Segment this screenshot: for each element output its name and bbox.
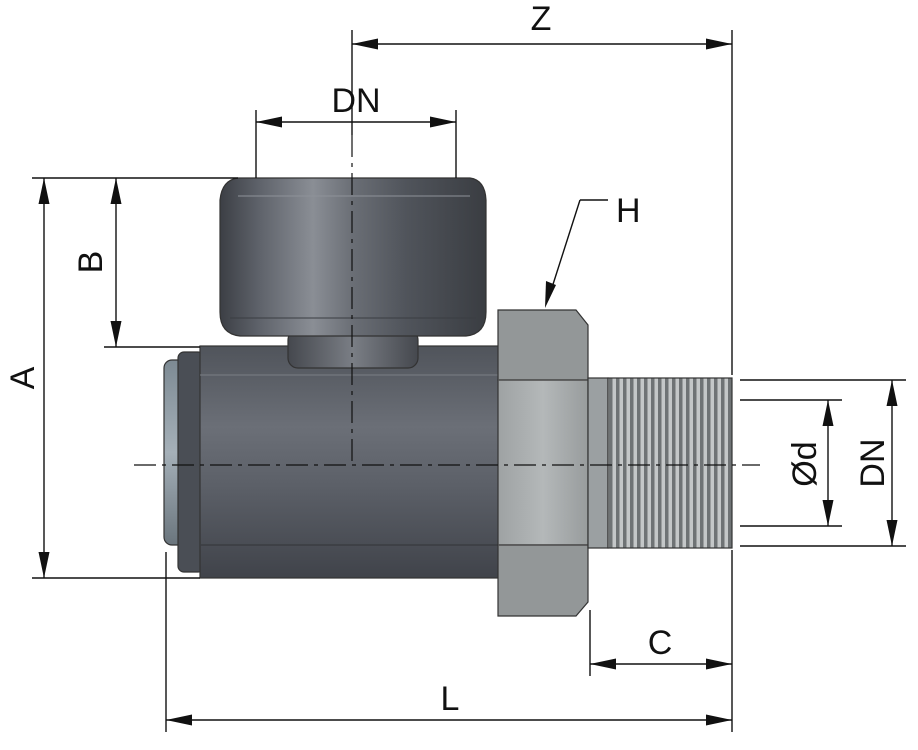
dimension-dn-top: DN bbox=[255, 82, 457, 178]
dimension-dn-right: DN bbox=[740, 379, 906, 547]
label-z: Z bbox=[531, 0, 552, 38]
threaded-end bbox=[587, 377, 733, 549]
dimension-l: L bbox=[165, 552, 733, 732]
valve-handle bbox=[219, 177, 487, 369]
label-dn-right: DN bbox=[854, 438, 892, 487]
label-c: C bbox=[648, 624, 673, 662]
valve-body bbox=[163, 345, 501, 579]
hex-nut bbox=[497, 309, 589, 617]
dimension-a: A bbox=[4, 177, 200, 579]
label-h: H bbox=[616, 192, 641, 230]
dimension-c: C bbox=[589, 550, 733, 676]
dimension-z: Z bbox=[351, 0, 733, 375]
dimension-b: B bbox=[72, 177, 238, 348]
label-l: L bbox=[441, 680, 460, 718]
label-od: Ød bbox=[786, 441, 824, 486]
label-b: B bbox=[72, 251, 110, 274]
label-a: A bbox=[4, 366, 42, 389]
dimension-od: Ød bbox=[740, 399, 842, 527]
leader-h: H bbox=[545, 192, 641, 308]
label-dn-top: DN bbox=[331, 82, 380, 120]
center-lines bbox=[134, 135, 760, 466]
